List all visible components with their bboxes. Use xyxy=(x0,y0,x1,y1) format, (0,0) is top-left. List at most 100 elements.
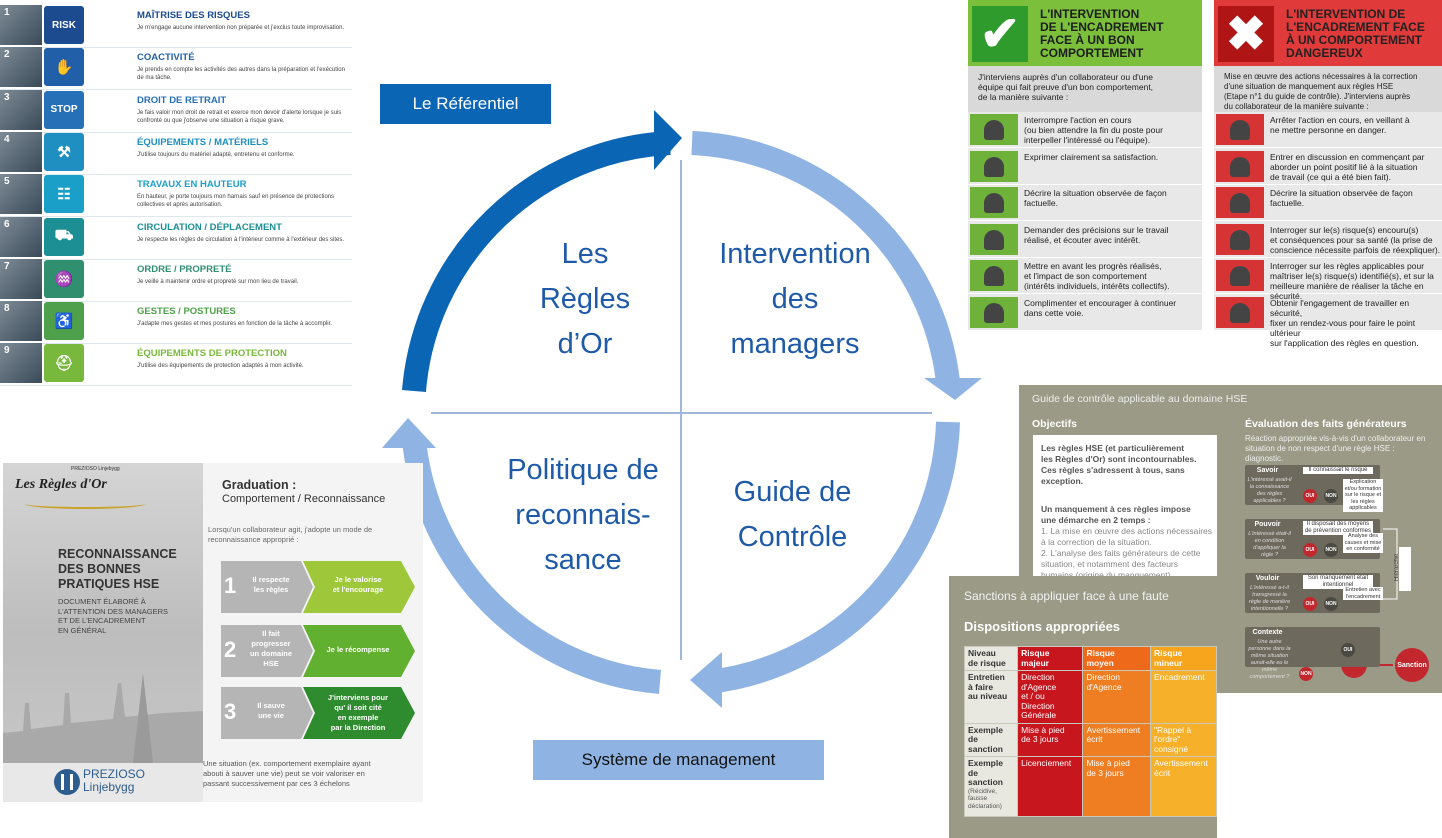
step-number: 3 xyxy=(224,699,237,724)
step-number: 2 xyxy=(224,637,237,662)
evaluation-heading: Évaluation des faits générateurs xyxy=(1245,418,1407,430)
flow-question: Son manquement était intentionnel xyxy=(1303,575,1373,589)
guide-title: Guide de contrôle applicable au domaine … xyxy=(1032,393,1248,405)
people-icon xyxy=(1216,296,1264,328)
sanctions-panel: Sanctions à appliquer face à une faute D… xyxy=(949,576,1217,838)
flow-action: Analyse des causes et mise en conformité xyxy=(1343,533,1383,553)
rule-desc: En hauteur, je porte toujours mon harnai… xyxy=(137,194,335,209)
people-icon xyxy=(1216,223,1264,255)
rule-photo: 8 xyxy=(0,301,42,342)
people-icon xyxy=(970,187,1018,218)
arrow-top-left xyxy=(654,110,682,170)
rule-desc: Je veille à maintenir ordre et propreté … xyxy=(137,278,299,285)
good-intro: J'interviens auprès d'un collaborateur o… xyxy=(968,66,1202,112)
cycle-diagram xyxy=(382,110,982,708)
logo-swoosh xyxy=(25,499,145,509)
oui-circle: OUI xyxy=(1303,543,1317,557)
arrow-top-right xyxy=(924,378,982,400)
truck-icon: ⛟ xyxy=(44,217,84,256)
rule-desc: Je prends en compte les activités des au… xyxy=(137,67,345,82)
hierarchy-bracket xyxy=(1383,528,1411,600)
arrow-bottom-left xyxy=(382,418,436,448)
rule-badge-icon: RISK xyxy=(44,6,84,44)
rule-title: CIRCULATION / DÉPLACEMENT xyxy=(137,221,282,233)
arc-top-right xyxy=(691,131,960,384)
flow-question: Il disposait des moyens de prévention co… xyxy=(1303,521,1373,535)
rule-title: DROIT DE RETRAIT xyxy=(137,94,227,106)
intervention-step: Mettre en avant les progrès réalisés,et … xyxy=(968,258,1202,294)
systeme-label: Système de management xyxy=(533,740,824,780)
oui-circle: OUI xyxy=(1341,643,1355,657)
people-icon xyxy=(1216,150,1264,182)
rule-title: ÉQUIPEMENTS DE PROTECTION xyxy=(137,348,287,360)
reconnaissance-document: PREZIOSO Linjebygg Les Règles d'Or RECON… xyxy=(3,463,423,802)
recon-footer-bar xyxy=(3,763,203,802)
people-icon xyxy=(1216,187,1264,218)
rule-photo: 1 xyxy=(0,5,42,45)
step-number: 1 xyxy=(224,573,237,598)
objectifs-heading: Objectifs xyxy=(1032,418,1077,430)
broom-icon: ♒ xyxy=(44,259,84,298)
flow-action: Explication et/ou formation sur le risqu… xyxy=(1343,479,1383,512)
rule-title: GESTES / POSTURES xyxy=(137,306,236,318)
rule-desc: J'utilise des équipements de protection … xyxy=(137,363,304,370)
intervention-step: Obtenir l'engagement de travailler en sé… xyxy=(1214,295,1442,348)
rule-photo: 6 xyxy=(0,216,42,257)
rule-title: TRAVAUX EN HAUTEUR xyxy=(137,179,247,191)
non-circle: NON xyxy=(1324,597,1338,611)
rule-desc: Je m'engage aucune intervention non prép… xyxy=(137,25,345,31)
non-circle: NON xyxy=(1324,489,1338,503)
rule-title: MAÎTRISE DES RISQUES xyxy=(137,10,250,21)
people-icon xyxy=(1216,114,1264,145)
evaluation-desc: Réaction appropriée vis-à-vis d'un colla… xyxy=(1245,434,1426,463)
intervention-step: Interroger sur le(s) risque(s) encouru(s… xyxy=(1214,222,1442,258)
people-icon xyxy=(970,260,1018,291)
sanction-circle: Sanction xyxy=(1395,648,1429,682)
recon-footnote: Une situation (ex. comportement exemplai… xyxy=(203,759,371,788)
intervention-step: Arrêter l'action en cours, en veillant à… xyxy=(1214,112,1442,148)
referentiel-label: Le Référentiel xyxy=(380,84,551,124)
helmet-icon: ⛑ xyxy=(44,344,84,383)
arc-top-left xyxy=(402,131,671,392)
people-icon xyxy=(1216,260,1264,291)
checkmark-icon: ✔ xyxy=(972,6,1028,62)
regles-or-logo: Les Règles d'Or xyxy=(15,477,107,492)
non-circle: NON xyxy=(1299,667,1313,681)
oui-circle: OUI xyxy=(1303,489,1317,503)
people-icon xyxy=(970,223,1018,255)
sanctions-cell: Licenciement xyxy=(1017,756,1084,817)
sanctions-cell: Encadrement xyxy=(1150,670,1217,724)
rule-photo: 3 xyxy=(0,89,42,130)
